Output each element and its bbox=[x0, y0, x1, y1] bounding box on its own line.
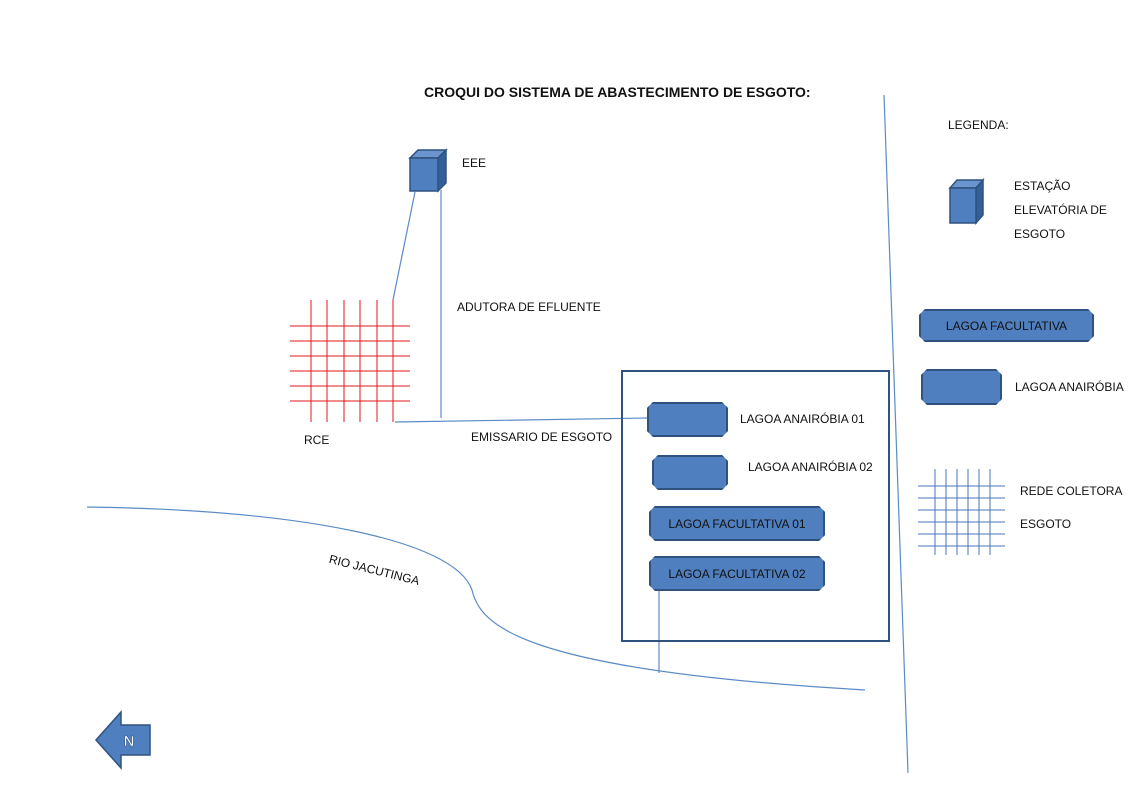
north-arrow-icon: N bbox=[94, 710, 151, 770]
treatment-area bbox=[621, 370, 890, 642]
pond-facultative-02: LAGOA FACULTATIVA 02 bbox=[649, 556, 825, 591]
pond-facultative-02-label: LAGOA FACULTATIVA 02 bbox=[668, 566, 806, 581]
legend-network-grid bbox=[918, 469, 1005, 555]
north-label: N bbox=[124, 733, 135, 750]
legend-facultative-label: LAGOA FACULTATIVA bbox=[945, 318, 1068, 333]
legend-station-icon bbox=[948, 178, 985, 225]
pond-facultative-01: LAGOA FACULTATIVA 01 bbox=[649, 506, 825, 541]
rce-label: RCE bbox=[304, 433, 330, 447]
adutora-label: ADUTORA DE EFLUENTE bbox=[457, 300, 601, 314]
legend-facultative-pond: LAGOA FACULTATIVA bbox=[919, 309, 1094, 342]
legend-anaerobic-label: LAGOA ANAIRÓBIA bbox=[1015, 380, 1124, 394]
eee-label: EEE bbox=[462, 156, 487, 170]
pond-anaerobic-02-label: LAGOA ANAIRÓBIA 02 bbox=[748, 460, 873, 474]
emissario-label: EMISSARIO DE ESGOTO bbox=[471, 430, 613, 444]
pond-facultative-01-label: LAGOA FACULTATIVA 01 bbox=[668, 516, 806, 531]
legend-anaerobic-pond bbox=[921, 369, 1002, 405]
legend-network-label-1: REDE COLETORA bbox=[1020, 484, 1123, 498]
legend-station-label: ESTAÇÃO ELEVATÓRIA DE ESGOTO bbox=[1014, 179, 1107, 241]
pond-anaerobic-01-label: LAGOA ANAIRÓBIA 01 bbox=[740, 412, 865, 426]
river-line bbox=[86, 506, 866, 691]
pond-anaerobic-01 bbox=[647, 402, 728, 437]
eee-rce-link bbox=[392, 191, 416, 301]
legend-network-label-2: ESGOTO bbox=[1020, 517, 1072, 531]
rce-grid bbox=[290, 300, 410, 422]
pond-anaerobic-02 bbox=[652, 455, 728, 490]
legend-title: LEGENDA: bbox=[948, 118, 1009, 132]
legend-divider bbox=[883, 94, 909, 774]
diagram-title: CROQUI DO SISTEMA DE ABASTECIMENTO DE ES… bbox=[424, 84, 811, 100]
eee-station-icon bbox=[408, 148, 448, 193]
emissario-line bbox=[394, 417, 649, 423]
